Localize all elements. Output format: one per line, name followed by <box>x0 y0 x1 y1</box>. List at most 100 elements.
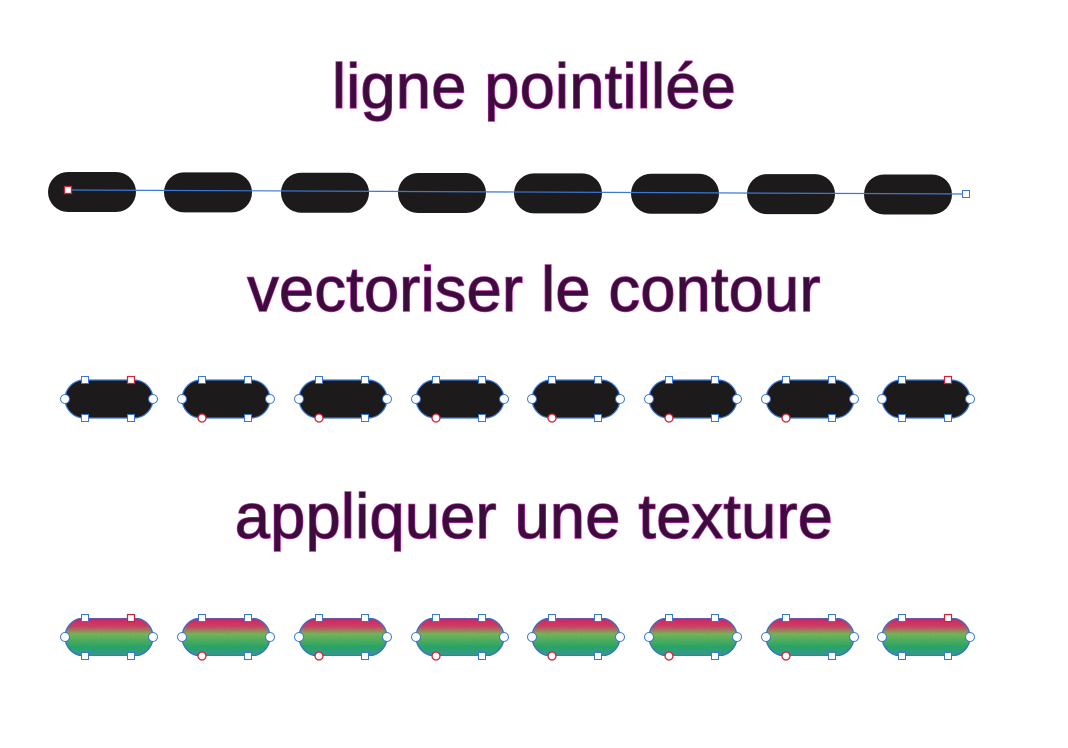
anchor-node <box>782 614 790 622</box>
anchor-node <box>965 632 975 642</box>
selected-node <box>431 651 441 661</box>
textured-dash <box>64 617 154 657</box>
anchor-node <box>177 394 187 404</box>
anchor-node <box>615 632 625 642</box>
anchor-node <box>944 652 952 660</box>
anchor-node <box>81 614 89 622</box>
anchor-node <box>315 614 323 622</box>
anchor-node <box>898 614 906 622</box>
anchor-node <box>644 394 654 404</box>
anchor-node <box>265 632 275 642</box>
selected-node <box>431 413 441 423</box>
anchor-node <box>877 632 887 642</box>
outlined-dash <box>64 379 154 419</box>
dash-segment <box>631 173 719 214</box>
anchor-node <box>411 394 421 404</box>
anchor-node <box>60 632 70 642</box>
anchor-node <box>761 632 771 642</box>
anchor-node <box>711 414 719 422</box>
dash-segment <box>398 173 486 214</box>
anchor-node <box>478 414 486 422</box>
selected-node <box>781 413 791 423</box>
anchor-node <box>361 414 369 422</box>
outlined-dash <box>531 379 621 419</box>
anchor-node <box>898 376 906 384</box>
anchor-node <box>81 414 89 422</box>
outlined-dash <box>415 379 505 419</box>
selected-node <box>314 413 324 423</box>
anchor-node <box>527 632 537 642</box>
anchor-node <box>828 414 836 422</box>
selected-node <box>197 413 207 423</box>
anchor-node <box>294 632 304 642</box>
anchor-node <box>361 376 369 384</box>
dash-segment <box>864 174 952 215</box>
anchor-node <box>432 614 440 622</box>
anchor-node <box>478 614 486 622</box>
anchor-node <box>294 394 304 404</box>
anchor-node <box>828 652 836 660</box>
textured-dash <box>531 617 621 657</box>
anchor-node <box>594 652 602 660</box>
anchor-node <box>644 632 654 642</box>
anchor-node <box>81 652 89 660</box>
anchor-node <box>877 394 887 404</box>
selected-node <box>664 413 674 423</box>
outlined-dashes-row <box>60 375 975 423</box>
textured-dash <box>881 617 971 657</box>
anchor-node <box>361 652 369 660</box>
anchor-node <box>432 376 440 384</box>
selected-node <box>126 613 136 623</box>
anchor-node <box>527 394 537 404</box>
anchor-node <box>615 394 625 404</box>
dashed-line-row <box>48 172 970 215</box>
anchor-node <box>478 652 486 660</box>
step-title-apply-texture: appliquer une texture <box>234 482 834 552</box>
anchor-node <box>711 614 719 622</box>
anchor-node <box>244 614 252 622</box>
anchor-node <box>782 376 790 384</box>
selected-node <box>943 613 953 623</box>
textured-dash <box>648 617 738 657</box>
anchor-node <box>965 394 975 404</box>
selected-node <box>197 651 207 661</box>
dash-segment <box>514 173 602 214</box>
anchor-node <box>594 414 602 422</box>
anchor-node <box>594 376 602 384</box>
selected-node <box>781 651 791 661</box>
anchor-node <box>361 614 369 622</box>
anchor-node <box>828 614 836 622</box>
anchor-node <box>148 632 158 642</box>
textured-dashes-row <box>60 613 975 661</box>
dash-segment <box>48 172 136 212</box>
anchor-node <box>244 652 252 660</box>
anchor-node <box>732 632 742 642</box>
anchor-node <box>382 394 392 404</box>
anchor-node <box>761 394 771 404</box>
anchor-node <box>382 632 392 642</box>
end-node <box>962 190 970 198</box>
outlined-dash <box>181 379 271 419</box>
dash-segment <box>281 172 369 213</box>
textured-dash <box>415 617 505 657</box>
anchor-node <box>148 394 158 404</box>
anchor-node <box>127 414 135 422</box>
anchor-node <box>265 394 275 404</box>
anchor-node <box>244 414 252 422</box>
anchor-node <box>665 614 673 622</box>
textured-dash <box>181 617 271 657</box>
textured-dash <box>298 617 388 657</box>
selected-node <box>126 375 136 385</box>
anchor-node <box>548 614 556 622</box>
step-title-outline-stroke: vectoriser le contour <box>247 255 822 325</box>
path-line <box>67 189 967 195</box>
anchor-node <box>898 652 906 660</box>
anchor-node <box>198 614 206 622</box>
outlined-dash <box>765 379 855 419</box>
dash-segment <box>747 174 835 215</box>
selected-node <box>314 651 324 661</box>
anchor-node <box>944 414 952 422</box>
selected-node <box>664 651 674 661</box>
anchor-node <box>198 376 206 384</box>
